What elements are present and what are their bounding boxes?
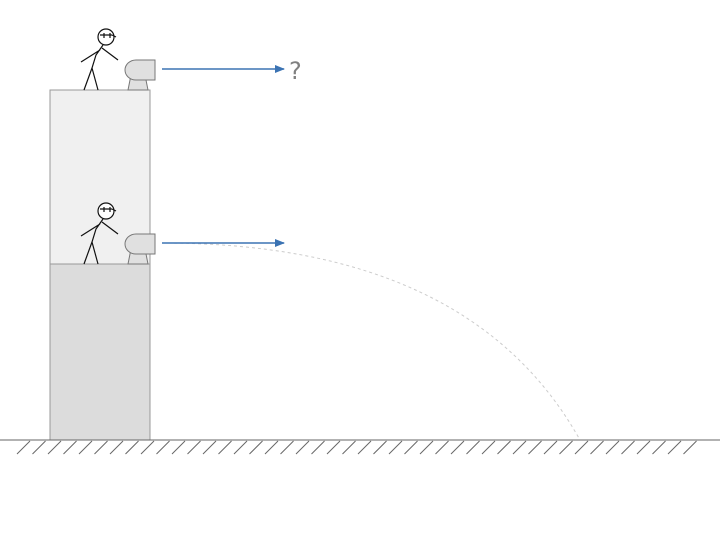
ground-hatch-line — [47, 440, 62, 455]
cannon-lower — [124, 233, 156, 265]
ground-hatch-line — [295, 440, 310, 455]
ground-hatch-line — [218, 440, 232, 455]
ground-hatch-line — [94, 440, 108, 455]
ground-hatch-line — [667, 440, 682, 455]
ground-hatch-line — [326, 440, 341, 455]
ground-hatch-line — [140, 440, 155, 455]
ground-hatch-line — [125, 440, 139, 455]
ground-hatch-line — [233, 440, 248, 455]
ground-hatch-line — [249, 440, 263, 455]
ground-hatch-line — [171, 440, 186, 455]
ground-hatch-line — [373, 440, 387, 455]
ground-hatch-line — [404, 440, 418, 455]
ground-hatch-line — [16, 440, 31, 455]
ground-hatch-line — [156, 440, 170, 455]
ground-hatch-line — [264, 440, 279, 455]
ground-hatch-line — [311, 440, 325, 455]
ground-hatch-line — [683, 440, 697, 455]
ground-hatch-line — [605, 440, 620, 455]
ground-hatch-line — [497, 440, 511, 455]
ground-hatch-line — [559, 440, 573, 455]
ground-hatch-line — [109, 440, 124, 455]
ground-hatch-line — [543, 440, 558, 455]
ground-hatch-line — [636, 440, 651, 455]
ground-hatch-line — [32, 440, 46, 455]
question-mark: ? — [289, 57, 302, 85]
ground-hatch-line — [435, 440, 449, 455]
ground-hatch-line — [63, 440, 77, 455]
ground-hatch-line — [621, 440, 635, 455]
ground-hatch-line — [187, 440, 201, 455]
ground-hatching — [16, 440, 697, 455]
ground-hatch-line — [590, 440, 604, 455]
ground-hatch-line — [342, 440, 356, 455]
ground-hatch-line — [450, 440, 465, 455]
ground-hatch-line — [512, 440, 527, 455]
ground-hatch-line — [652, 440, 666, 455]
ground-hatch-line — [481, 440, 496, 455]
person-lower — [80, 202, 119, 265]
ground-hatch-line — [466, 440, 480, 455]
ground-hatch-line — [419, 440, 434, 455]
lower-trajectory — [161, 242, 581, 441]
ground-hatch-line — [78, 440, 93, 455]
ground-hatch-line — [280, 440, 294, 455]
tower-lower-section — [49, 263, 151, 441]
cannon-top — [124, 59, 156, 91]
ground-hatch-line — [388, 440, 403, 455]
person-top — [80, 28, 119, 91]
ground-hatch-line — [202, 440, 217, 455]
ground-hatch-line — [574, 440, 589, 455]
ground-hatch-line — [528, 440, 542, 455]
ground-hatch-line — [357, 440, 372, 455]
